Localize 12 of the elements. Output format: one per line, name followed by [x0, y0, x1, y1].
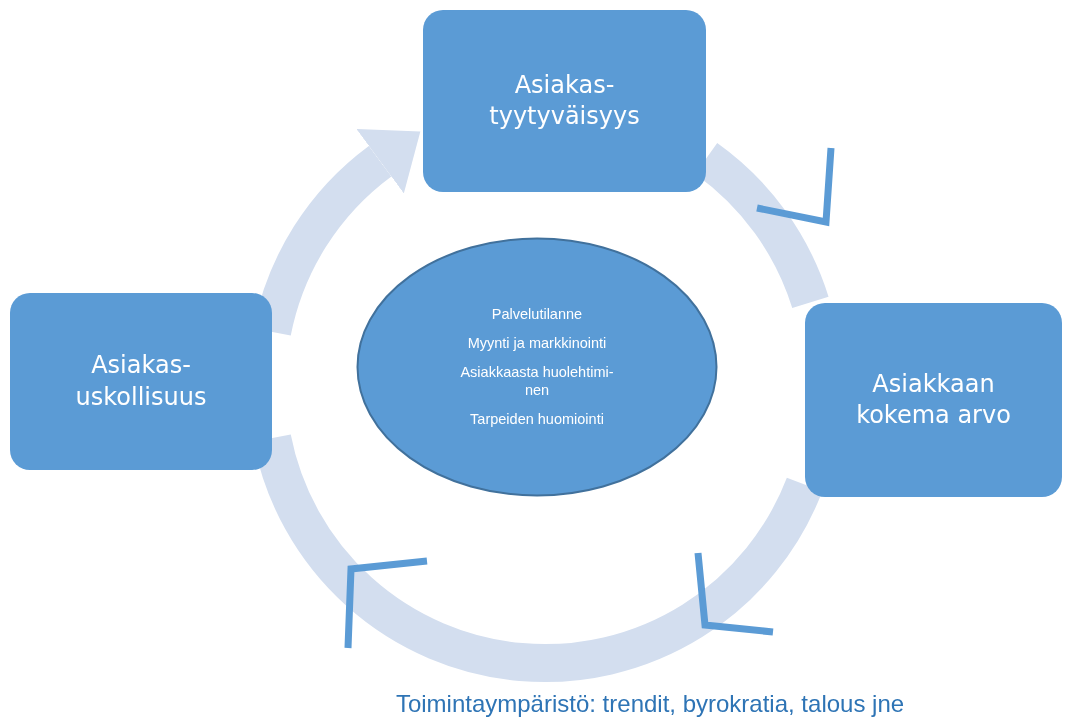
ellipse-text: Asiakkaasta huolehtimi- nen: [459, 362, 615, 401]
cycle-box: [805, 303, 1062, 497]
cycle-box: [423, 10, 706, 192]
caption-text: Toimintaympäristö: trendit, byrokratia, talous jne: [394, 690, 906, 718]
box-label: Asiakkaan kokema arvo: [855, 368, 1012, 431]
box-label: Asiakas- tyytyväisyys: [488, 69, 641, 132]
ellipse-text: Palvelutilanne: [491, 304, 583, 324]
ellipse-text: Myynti ja markkinointi: [467, 333, 607, 353]
box-label: Asiakas- uskollisuus: [74, 350, 208, 413]
center-ellipse: [356, 237, 718, 497]
cycle-box: [10, 293, 272, 470]
ellipse-text: Tarpeiden huomiointi: [470, 410, 604, 430]
